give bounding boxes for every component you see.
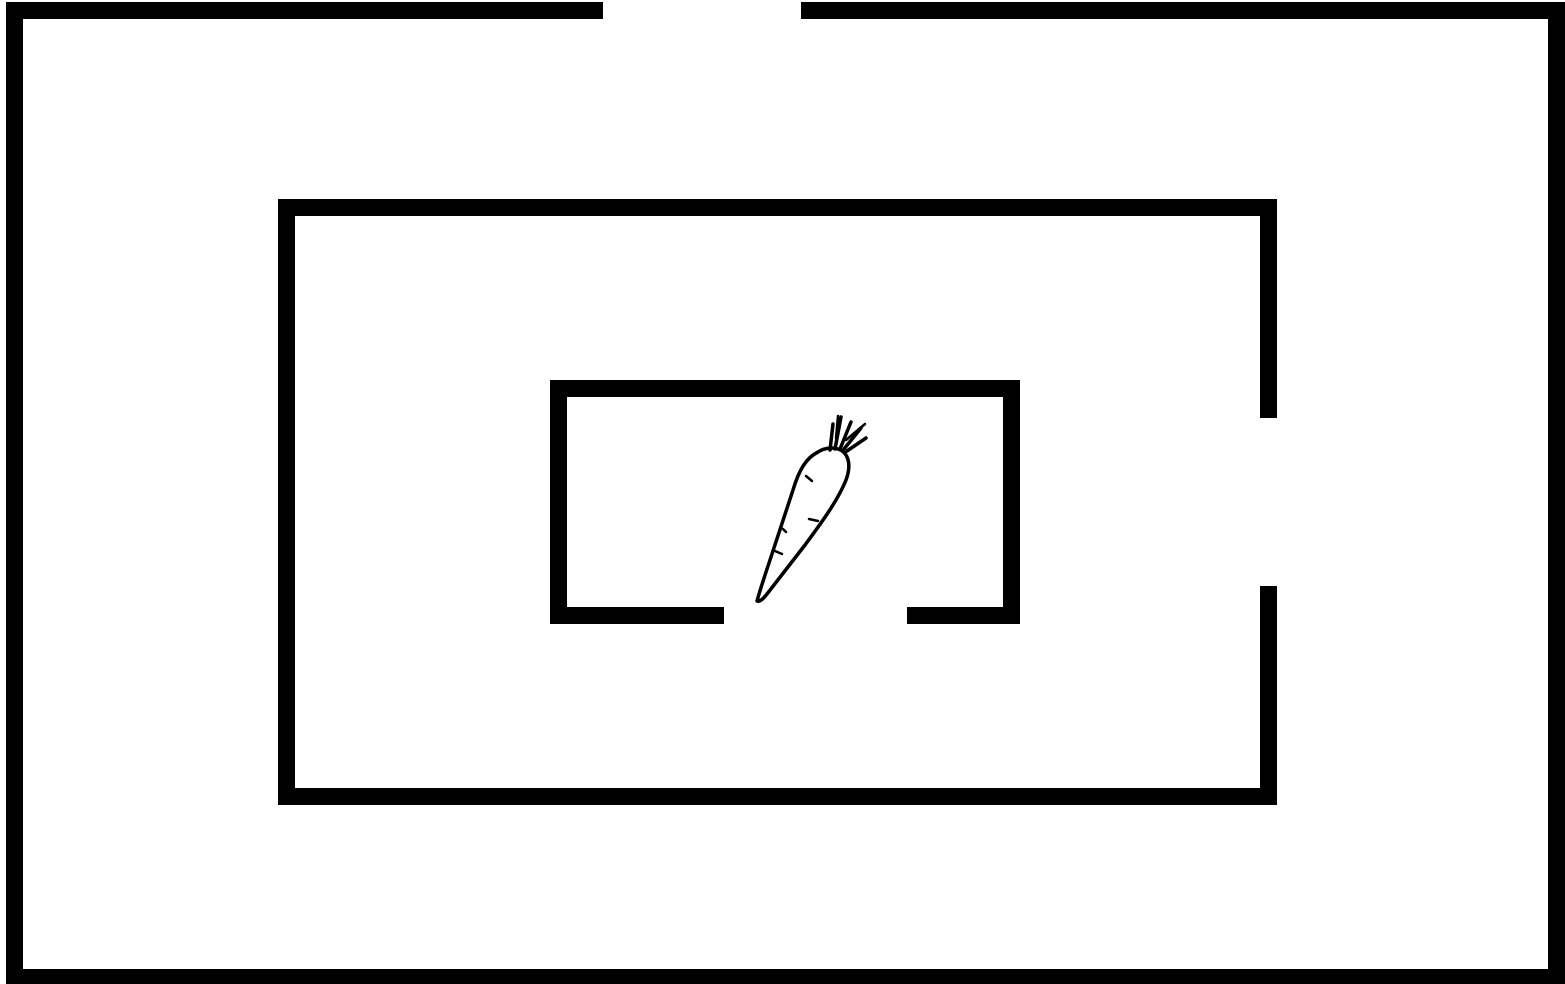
outer-ring: [6, 2, 1565, 984]
outer-wall-left: [6, 2, 23, 984]
inner-wall-right: [1003, 380, 1020, 624]
middle-wall-bottom: [278, 788, 1277, 805]
middle-wall-right-lower: [1260, 586, 1277, 805]
outer-wall-top-right: [801, 2, 1565, 19]
inner-wall-left: [550, 380, 567, 624]
carrot-icon: [757, 416, 866, 601]
middle-wall-right-upper: [1260, 199, 1277, 418]
outer-wall-bottom: [6, 969, 1565, 984]
inner-wall-bottom-right: [907, 607, 1020, 624]
middle-wall-top: [278, 199, 1277, 216]
inner-wall-bottom-left: [550, 607, 724, 624]
middle-wall-left: [278, 199, 295, 805]
outer-wall-right: [1548, 2, 1565, 984]
middle-ring: [278, 199, 1277, 805]
inner-ring: [550, 380, 1020, 624]
outer-wall-top-left: [6, 2, 603, 19]
inner-wall-top: [550, 380, 1020, 397]
